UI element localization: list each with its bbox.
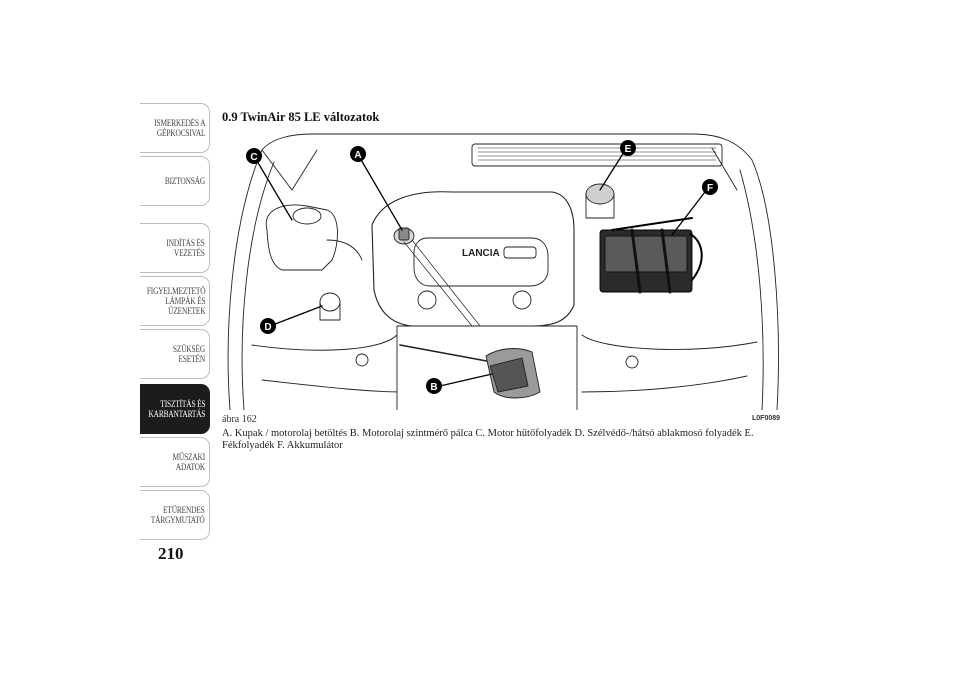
tab-figyelmezteto[interactable]: FIGYELMEZTETŐ LÁMPÁK ÉS ÜZENETEK (140, 276, 210, 326)
tab-label: FIGYELMEZTETŐ LÁMPÁK ÉS ÜZENETEK (146, 286, 205, 316)
tab-label: ISMERKEDÉS A GÉPKOCSIVAL (153, 118, 205, 138)
figure-code: L0F0089 (752, 415, 781, 422)
callout-f: F (702, 179, 718, 195)
engine-bay-illustration: LANCIA C A (227, 133, 779, 411)
callout-c-letter: C (250, 152, 257, 163)
tab-label: INDÍTÁS ÉS VEZETÉS (166, 238, 205, 258)
callout-a: A (350, 146, 366, 162)
tab-targymutato[interactable]: ETŰRENDES TÁRGYMUTATÓ (140, 490, 210, 540)
tab-label: SZÜKSÉG ESETÉN (172, 344, 205, 364)
callout-d-letter: D (264, 322, 271, 333)
section-title: 0.9 TwinAir 85 LE változatok (222, 110, 380, 124)
figure-caption: A. Kupak / motorolaj betöltés B. Motorol… (222, 428, 754, 451)
tab-szukseg[interactable]: SZÜKSÉG ESETÉN (140, 329, 210, 379)
callout-b: B (426, 378, 442, 394)
callout-c: C (246, 148, 262, 164)
callout-d: D (260, 318, 276, 334)
tab-muszaki[interactable]: MŰSZAKI ADATOK (140, 437, 210, 487)
engine-bay-figure: LANCIA C A (222, 130, 782, 411)
callout-f-letter: F (707, 183, 713, 194)
tab-inditas[interactable]: INDÍTÁS ÉS VEZETÉS (140, 223, 210, 273)
page-number: 210 (158, 544, 184, 563)
callout-e-letter: E (625, 144, 632, 155)
figure-label: ábra 162 (222, 414, 257, 425)
callout-b-letter: B (430, 382, 437, 393)
tab-label: MŰSZAKI ADATOK (172, 452, 206, 472)
tab-label: ETŰRENDES TÁRGYMUTATÓ (151, 505, 205, 525)
tab-biztonsag[interactable]: BIZTONSÁG (140, 156, 210, 206)
engine-brand-text: LANCIA (462, 248, 500, 259)
tab-label: BIZTONSÁG (164, 176, 205, 186)
tab-ismerkedes[interactable]: ISMERKEDÉS A GÉPKOCSIVAL (140, 103, 210, 153)
tab-label: TISZTÍTÁS ÉS KARBANTARTÁS (148, 399, 205, 419)
tab-tisztitas[interactable]: TISZTÍTÁS ÉS KARBANTARTÁS (140, 384, 210, 434)
callout-a-letter: A (354, 150, 361, 161)
callout-e: E (620, 140, 636, 156)
